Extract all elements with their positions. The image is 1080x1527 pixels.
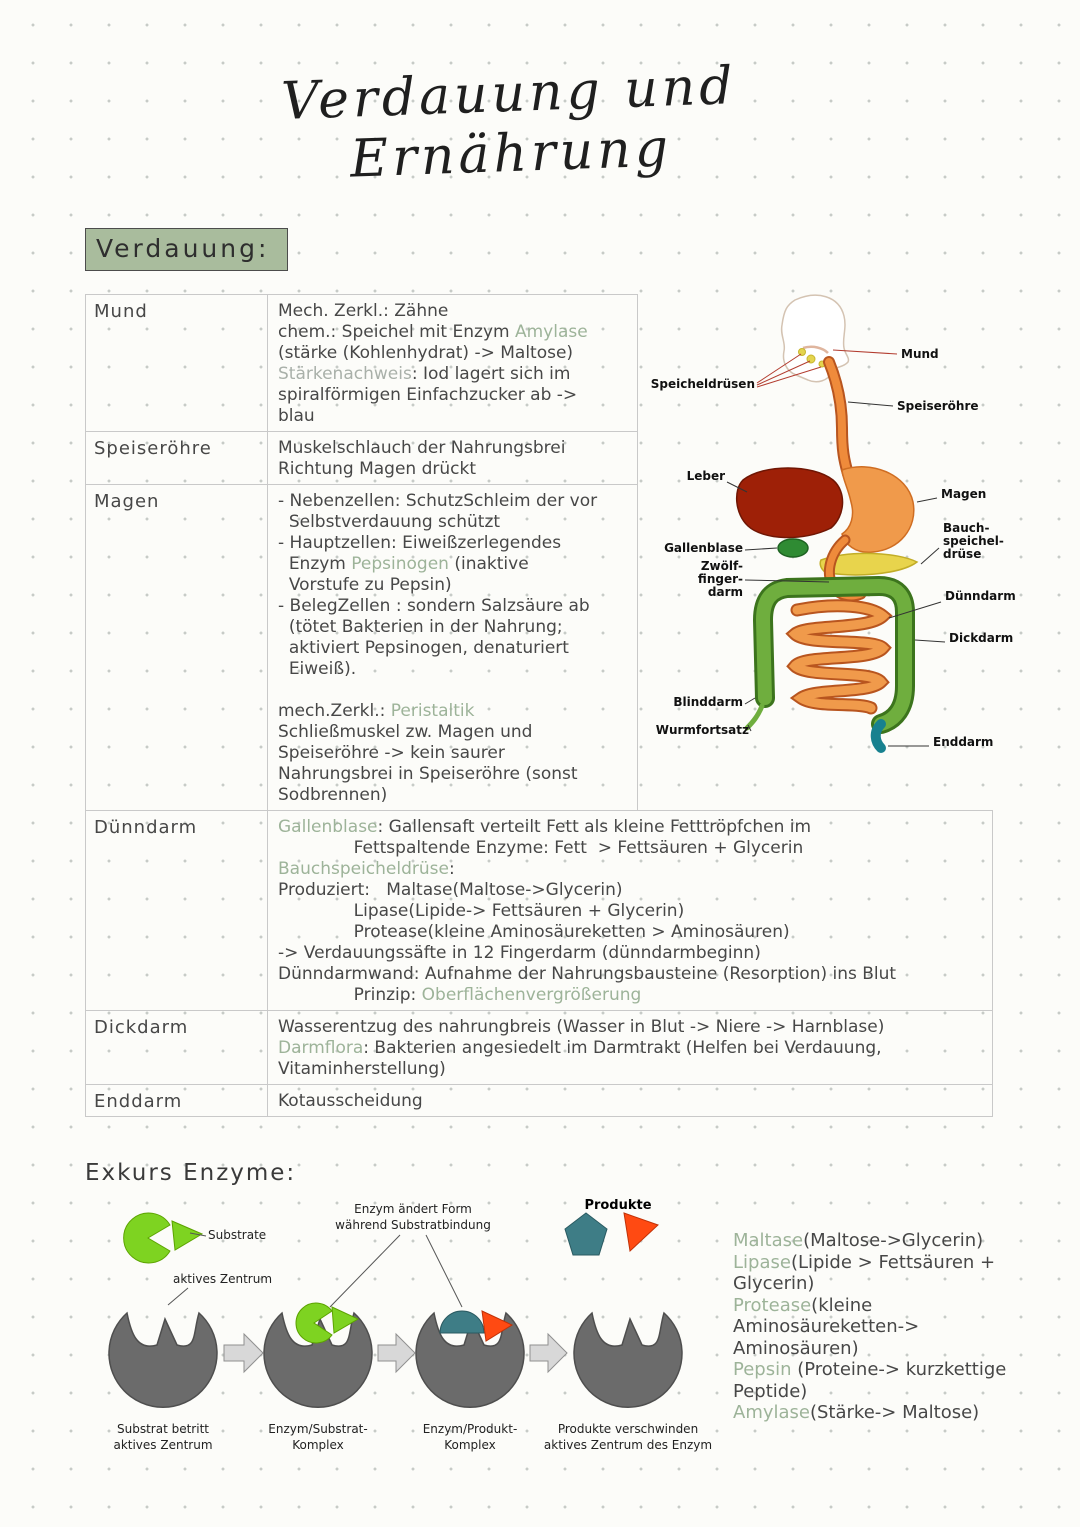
salivary-gland-icon	[798, 348, 806, 356]
row-label-speiseroehre: Speiseröhre	[86, 432, 268, 484]
enzyme-shape-4	[573, 1311, 683, 1408]
enzyme-caption-2: Komplex	[292, 1438, 344, 1452]
esophagus-shape	[825, 358, 852, 478]
enzyme-caption-1: aktives Zentrum	[113, 1438, 212, 1452]
enzyme-label-substrate: Substrate	[208, 1228, 266, 1242]
pointer-line-bauchspeicheldruese	[920, 547, 940, 565]
pointer-line-aktives-zentrum	[167, 1287, 189, 1306]
mouth-shape	[802, 345, 829, 354]
liver-shape	[736, 467, 844, 539]
enzyme-caption-4: Produkte verschwinden	[558, 1422, 698, 1436]
gallbladder-shape	[777, 538, 809, 558]
anatomy-label-leber: Leber	[687, 469, 726, 483]
rectum-shape	[870, 719, 886, 753]
small-intestine-shape	[788, 601, 890, 713]
enzyme-caption-3: Enzym/Produkt-	[423, 1422, 518, 1436]
enzyme-shape-2	[263, 1311, 373, 1408]
pointer-line-duenndarm	[888, 601, 942, 619]
product-triangle-icon	[623, 1212, 659, 1253]
section-heading-verdauung-label: Verdauung:	[96, 234, 270, 263]
enzyme-label-form-change: Enzym ändert Form	[354, 1202, 472, 1216]
bound-product-teal-icon	[439, 1310, 485, 1334]
exkurs-enzyme-heading: Exkurs Enzyme:	[85, 1160, 297, 1186]
pointer-line-speicheldruesen	[756, 366, 822, 388]
enzyme-shape-1	[108, 1311, 218, 1408]
enzyme-caption-2: Enzym/Substrat-	[268, 1422, 367, 1436]
arrow-right-icon	[529, 1332, 568, 1374]
anatomy-label-blinddarm: Blinddarm	[673, 695, 743, 709]
anatomy-label-speiseroehre: Speiseröhre	[897, 399, 979, 413]
enzyme-list: Maltase(Maltose->Glycerin)Lipase(Lipide …	[733, 1230, 1007, 1423]
appendix-shape	[744, 703, 765, 731]
pointer-line-leber	[726, 481, 748, 493]
row-content-dickdarm: Wasserentzug des nahrungbreis (Wasser in…	[278, 1017, 885, 1079]
row-label-duenndarm: Dünndarm	[86, 811, 268, 1010]
pointer-line-blinddarm	[744, 697, 756, 705]
anatomy-label-bauchspeicheldruese: Bauch-	[943, 521, 989, 535]
anatomy-label-enddarm: Enddarm	[933, 735, 993, 749]
pointer-line-speicheldruesen	[756, 353, 802, 384]
anatomy-label-gallenblase: Gallenblase	[664, 541, 743, 555]
page-title: Verdauung und Ernährung	[280, 56, 738, 190]
pointer-line-substrate	[189, 1232, 207, 1237]
substrate-triangle-icon	[171, 1220, 204, 1251]
bound-substrate-pacman-icon	[295, 1302, 333, 1344]
row-content-magen: - Nebenzellen: SchutzSchleim der vor Sel…	[278, 491, 598, 805]
anatomy-label-duenndarm: Dünndarm	[945, 589, 1015, 603]
digestive-system-diagram: Mund Speicheldrüsen Speiseröhre Leber Ma…	[645, 288, 1016, 772]
pointer-line-form-left	[329, 1234, 401, 1308]
anatomy-label-speicheldruesen: Speicheldrüsen	[651, 377, 755, 391]
enzyme-label-form-change: während Substratbindung	[335, 1218, 491, 1232]
anatomy-label-bauchspeicheldruese: drüse	[943, 547, 981, 561]
row-content-duenndarm: Gallenblase: Gallensaft verteilt Fett al…	[278, 817, 897, 1005]
bound-substrate-triangle-icon	[331, 1306, 360, 1334]
stomach-shape	[841, 466, 915, 553]
enzyme-caption-3: Komplex	[444, 1438, 496, 1452]
pointer-line-mund	[832, 349, 898, 355]
enzyme-caption-1: Substrat betritt	[117, 1422, 209, 1436]
anatomy-label-zwoelffingerdarm: darm	[708, 585, 743, 599]
table-row-duenndarm: Dünndarm Gallenblase: Gallensaft verteil…	[85, 810, 993, 1011]
pancreas-shape	[819, 552, 919, 576]
pointer-line-gallenblase	[744, 547, 778, 551]
bound-product-orange-icon	[481, 1310, 514, 1342]
anatomy-label-wurmfortsatz: Wurmfortsatz	[656, 723, 749, 737]
pointer-line-dickdarm	[914, 639, 946, 643]
anatomy-label-bauchspeicheldruese: speichel-	[943, 534, 1004, 548]
pointer-line-speiseroehre	[847, 401, 894, 407]
anatomy-label-zwoelffingerdarm: finger-	[698, 572, 743, 586]
anatomy-label-magen: Magen	[941, 487, 986, 501]
pointer-line-speicheldruesen	[756, 360, 811, 386]
table-row-speiseroehre: Speiseröhre Muskelschlauch der Nahrungsb…	[85, 431, 638, 485]
row-label-magen: Magen	[86, 485, 268, 810]
anatomy-label-mund: Mund	[901, 347, 939, 361]
enzyme-label-aktives-zentrum: aktives Zentrum	[173, 1272, 272, 1286]
table-row-magen: Magen - Nebenzellen: SchutzSchleim der v…	[85, 484, 638, 811]
product-pentagon-icon	[564, 1212, 608, 1256]
pointer-line-zwoelffingerdarm	[744, 579, 830, 583]
enzyme-label-produkte: Produkte	[584, 1198, 651, 1213]
colon-shape	[755, 578, 912, 731]
pointer-line-wurmfortsatz	[747, 724, 752, 732]
table-row-enddarm: Enddarm Kotausscheidung	[85, 1084, 993, 1117]
row-label-dickdarm: Dickdarm	[86, 1011, 268, 1084]
table-row-dickdarm: Dickdarm Wasserentzug des nahrungbreis (…	[85, 1010, 993, 1085]
anatomy-label-zwoelffingerdarm: Zwölf-	[701, 559, 743, 573]
arrow-right-icon	[223, 1332, 264, 1374]
section-heading-verdauung: Verdauung:	[85, 228, 289, 271]
pointer-line-magen	[916, 497, 938, 503]
row-label-enddarm: Enddarm	[86, 1085, 268, 1116]
row-label-mund: Mund	[86, 295, 268, 431]
pointer-line-form-right	[425, 1234, 463, 1308]
enzyme-caption-4: aktives Zentrum des Enzym	[544, 1438, 712, 1452]
row-content-enddarm: Kotausscheidung	[278, 1091, 423, 1111]
arrow-right-icon	[377, 1332, 416, 1374]
anatomy-label-dickdarm: Dickdarm	[949, 631, 1013, 645]
enzyme-mechanism-diagram: Substrate aktives Zentrum Enzym ändert F…	[78, 1193, 728, 1469]
substrate-pacman-icon	[123, 1212, 171, 1264]
